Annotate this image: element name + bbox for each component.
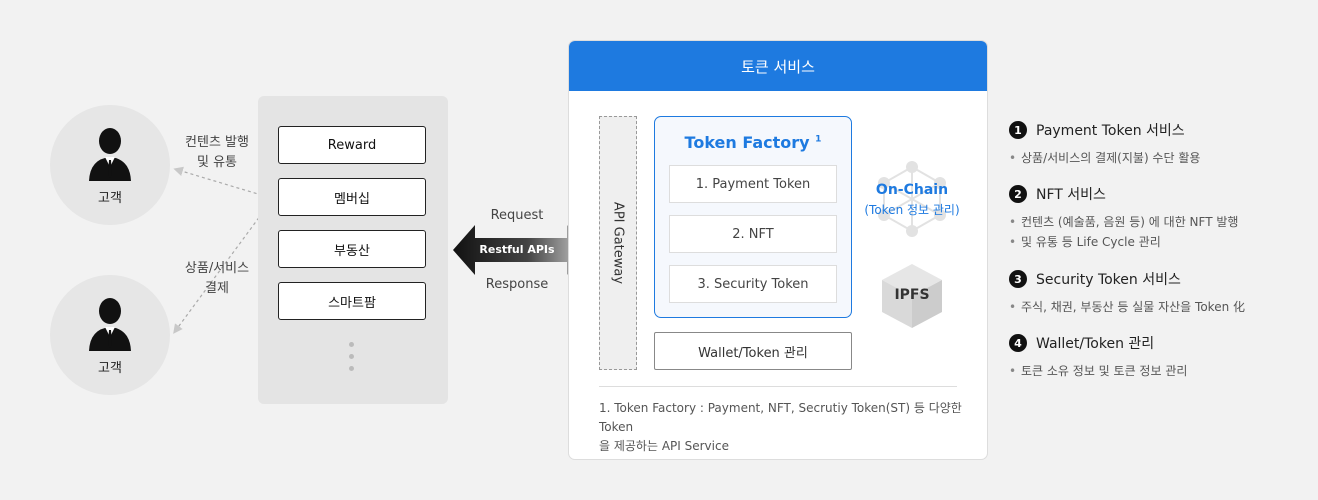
legend-desc: 주식, 채권, 부동산 등 실물 자산을 Token 化 <box>1009 297 1309 317</box>
customer-label: 고객 <box>98 361 122 376</box>
token-service-box: 토큰 서비스 API Gateway Token Factory 1 1. Pa… <box>568 40 988 460</box>
more-dot <box>349 366 354 371</box>
request-label: Request <box>490 208 544 223</box>
legend-title: Security Token 서비스 <box>1036 272 1181 288</box>
number-badge-icon: 4 <box>1009 334 1027 352</box>
flow-arrows <box>173 166 274 334</box>
onchain-subtitle: (Token 정보 관리) <box>864 203 960 217</box>
footnote: 1. Token Factory : Payment, NFT, Secruti… <box>599 401 962 453</box>
service-realestate-button[interactable]: 부동산 <box>278 230 426 268</box>
divider <box>599 386 957 387</box>
legend-item-3: 3 Security Token 서비스 주식, 채권, 부동산 등 실물 자산을… <box>1009 269 1309 317</box>
number-badge-icon: 2 <box>1009 185 1027 203</box>
token-service-title: 토큰 서비스 <box>569 41 987 91</box>
legend-title: Payment Token 서비스 <box>1036 123 1185 139</box>
more-dot <box>349 354 354 359</box>
restful-apis-label: Restful APIs <box>479 243 555 256</box>
legend-desc: 토큰 소유 정보 및 토큰 정보 관리 <box>1009 361 1309 381</box>
response-label: Response <box>485 277 549 292</box>
more-dot <box>349 342 354 347</box>
api-gateway: API Gateway <box>599 116 637 370</box>
service-membership-button[interactable]: 멤버십 <box>278 178 426 216</box>
onchain-title: On-Chain <box>875 182 949 198</box>
person-icon <box>89 128 131 181</box>
service-panel: Reward 멤버십 부동산 스마트팜 <box>258 96 448 404</box>
flow-label-payment: 상품/서비스 결제 <box>184 261 250 296</box>
legend-item-4: 4 Wallet/Token 관리 토큰 소유 정보 및 토큰 정보 관리 <box>1009 333 1309 381</box>
api-double-arrow <box>453 225 589 275</box>
token-factory-title: Token Factory 1 <box>684 133 822 152</box>
legend-desc: 상품/서비스의 결제(지불) 수단 활용 <box>1009 148 1309 168</box>
flow-label-content: 컨텐츠 발행 및 유통 <box>185 135 249 170</box>
factory-item-payment[interactable]: 1. Payment Token <box>669 165 837 203</box>
legend-title: Wallet/Token 관리 <box>1036 336 1155 352</box>
customer-2: 고객 <box>50 275 170 395</box>
person-icon <box>89 298 131 351</box>
api-gateway-label: API Gateway <box>610 201 626 285</box>
service-smartfarm-button[interactable]: 스마트팜 <box>278 282 426 320</box>
service-reward-button[interactable]: Reward <box>278 126 426 164</box>
legend-title: NFT 서비스 <box>1036 187 1106 203</box>
token-factory: Token Factory 1 1. Payment Token 2. NFT … <box>654 116 852 318</box>
factory-item-security[interactable]: 3. Security Token <box>669 265 837 303</box>
factory-item-nft[interactable]: 2. NFT <box>669 215 837 253</box>
number-badge-icon: 1 <box>1009 121 1027 139</box>
legend-item-2: 2 NFT 서비스 컨텐츠 (예술품, 음원 등) 에 대한 NFT 발행 및 유… <box>1009 184 1309 252</box>
network-icon <box>878 161 946 237</box>
legend-desc-cont: 및 유통 등 Life Cycle 관리 <box>1009 232 1309 252</box>
number-badge-icon: 3 <box>1009 270 1027 288</box>
customer-1: 고객 <box>50 105 170 225</box>
ipfs-label: IPFS <box>894 287 930 303</box>
legend-item-1: 1 Payment Token 서비스 상품/서비스의 결제(지불) 수단 활용 <box>1009 120 1309 168</box>
customer-label: 고객 <box>98 191 122 206</box>
ipfs-cube-icon <box>882 264 942 328</box>
wallet-token-button[interactable]: Wallet/Token 관리 <box>654 332 852 370</box>
legend-desc: 컨텐츠 (예술품, 음원 등) 에 대한 NFT 발행 <box>1009 212 1309 232</box>
